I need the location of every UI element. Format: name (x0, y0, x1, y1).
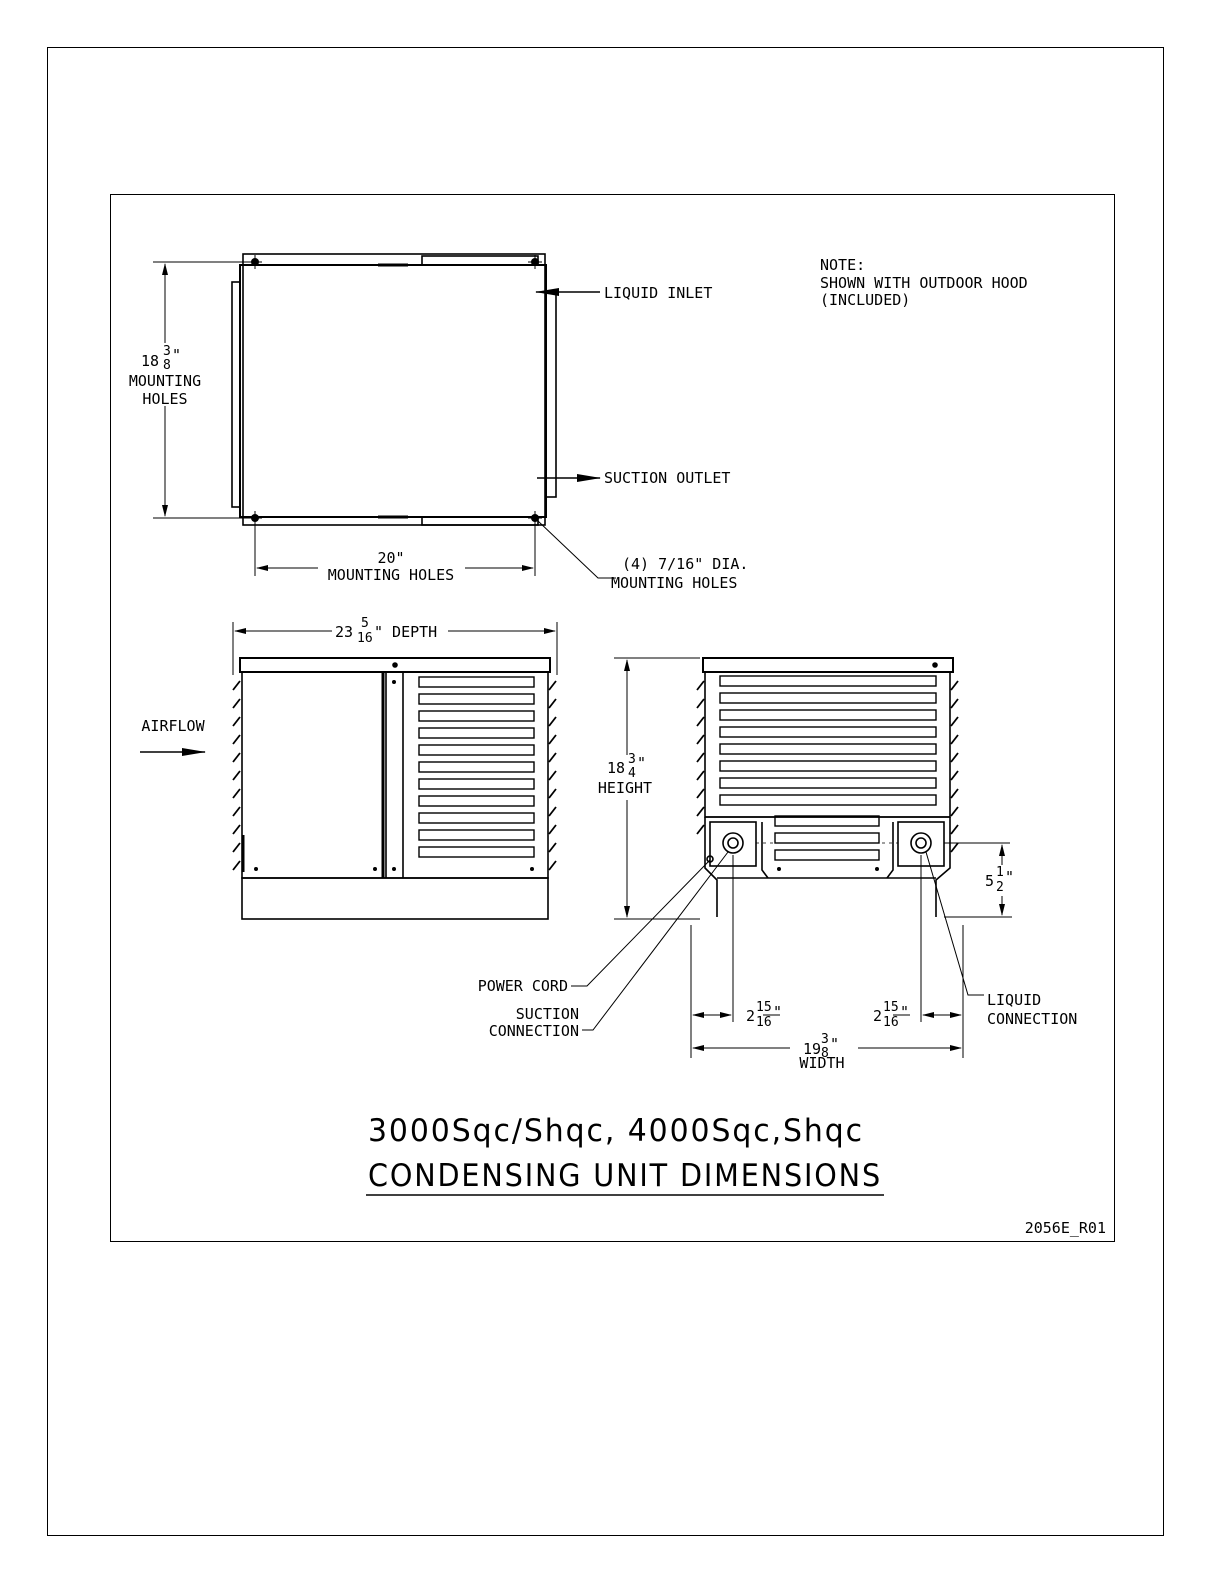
conn-height-inch: " (1005, 868, 1014, 886)
right-offset-inch: " (900, 1003, 909, 1021)
left-offset-den: 16 (756, 1015, 772, 1030)
mounting-height-whole: 18 (141, 352, 159, 370)
conn-height-den: 2 (996, 880, 1004, 895)
height-whole: 18 (607, 759, 625, 777)
height-den: 4 (628, 766, 636, 781)
right-offset-den: 16 (883, 1015, 899, 1030)
side-view-labels: 23 5 16 " DEPTH AIRFLOW (141, 616, 437, 735)
mounting-width-value: 20" (377, 549, 404, 567)
title-block: 3000Sqc/Shqc, 4000Sqc,Shqc CONDENSING UN… (366, 1113, 1106, 1237)
width-num: 3 (821, 1032, 829, 1047)
front-view (571, 657, 1012, 1058)
holes-callout-1: (4) 7/16" DIA. (622, 555, 748, 573)
power-cord-label: POWER CORD (478, 977, 568, 995)
suction-connection-label-2: CONNECTION (489, 1022, 579, 1040)
height-inch: " (637, 754, 646, 772)
width-whole: 19 (803, 1040, 821, 1058)
height-text: HEIGHT (598, 779, 652, 797)
mounting-height-text-1: MOUNTING (129, 372, 201, 390)
left-offset-whole: 2 (746, 1007, 755, 1025)
side-view (140, 622, 558, 920)
mounting-height-text-2: HOLES (142, 390, 187, 408)
note-line-2: (INCLUDED) (820, 291, 910, 309)
mounting-width-text: MOUNTING HOLES (328, 566, 454, 584)
drawing-border (110, 194, 1115, 1242)
mounting-height-den: 8 (163, 358, 171, 373)
height-num: 3 (628, 752, 636, 767)
page-border (47, 47, 1164, 1536)
note-block: NOTE: SHOWN WITH OUTDOOR HOOD (INCLUDED) (820, 256, 1028, 309)
width-inch: " (830, 1035, 839, 1053)
depth-num: 5 (361, 616, 369, 631)
top-view (153, 253, 616, 579)
suction-connection-label-1: SUCTION (516, 1005, 579, 1023)
mounting-height-inch: " (172, 346, 181, 364)
title-line-1: 3000Sqc/Shqc, 4000Sqc,Shqc (368, 1113, 864, 1149)
right-offset-num: 15 (883, 1000, 899, 1015)
top-view-labels: 18 3 8 " MOUNTING HOLES LIQUID INLET SUC… (129, 284, 749, 592)
depth-whole: 23 (335, 623, 353, 641)
mounting-hole-dots (251, 258, 539, 522)
suction-outlet-label: SUCTION OUTLET (604, 469, 730, 487)
front-view-labels: 18 3 4 " HEIGHT 5 1 2 " 2 15 16 " 2 15 1… (478, 752, 1078, 1072)
airflow-label: AIRFLOW (141, 717, 205, 735)
left-offset-num: 15 (756, 1000, 772, 1015)
liquid-inlet-label: LIQUID INLET (604, 284, 712, 302)
mounting-height-num: 3 (163, 344, 171, 359)
conn-height-num: 1 (996, 865, 1004, 880)
right-offset-whole: 2 (873, 1007, 882, 1025)
holes-callout-2: MOUNTING HOLES (611, 574, 737, 592)
depth-den: 16 (357, 631, 373, 646)
width-den: 8 (821, 1046, 829, 1061)
depth-text: " DEPTH (374, 623, 437, 641)
left-offset-inch: " (773, 1003, 782, 1021)
width-text: WIDTH (799, 1054, 844, 1072)
liquid-connection-label-2: CONNECTION (987, 1010, 1077, 1028)
drawing-number: 2056E_R01 (1025, 1219, 1106, 1237)
note-title: NOTE: (820, 256, 865, 274)
liquid-connection-label-1: LIQUID (987, 991, 1041, 1009)
title-line-2: CONDENSING UNIT DIMENSIONS (368, 1158, 882, 1194)
conn-height-whole: 5 (985, 872, 994, 890)
note-line-1: SHOWN WITH OUTDOOR HOOD (820, 274, 1028, 292)
